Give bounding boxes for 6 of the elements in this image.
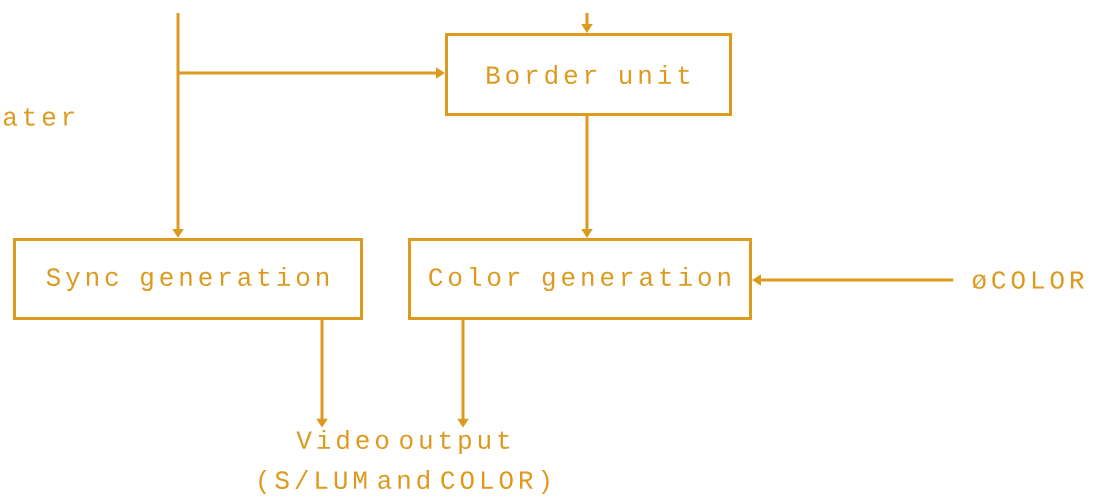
- signal-label: øCOLOR: [972, 271, 1084, 289]
- output-label: Video output (S/LUM and COLOR): [259, 429, 549, 495]
- process-box: Border unit: [445, 33, 732, 116]
- process-box: Color generation: [408, 238, 752, 320]
- text-label: ater: [3, 108, 74, 126]
- process-box: Sync generation: [13, 238, 363, 320]
